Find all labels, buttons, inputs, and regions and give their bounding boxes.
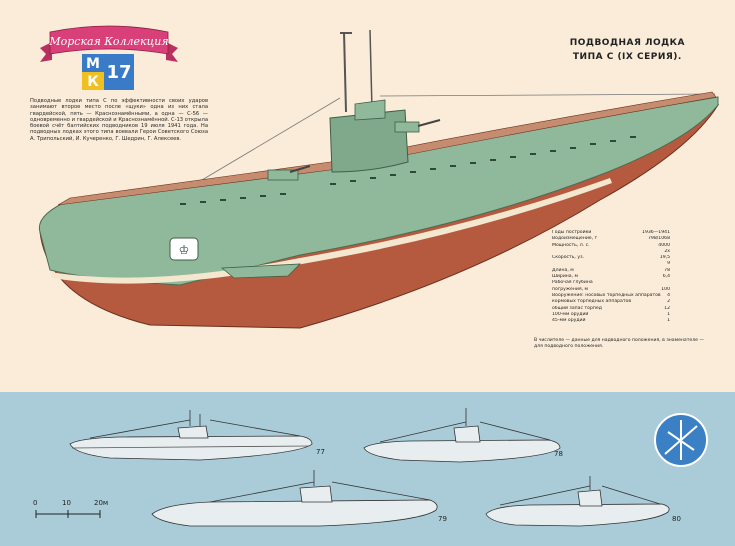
silhouette-80 bbox=[485, 476, 670, 527]
submarine-silhouettes bbox=[35, 408, 708, 527]
spec-row: Скорость, уз. 19,5 bbox=[552, 255, 670, 261]
spec-value: 4000 bbox=[658, 242, 670, 248]
spec-label: 100-мм орудий bbox=[552, 311, 589, 317]
spec-label: кормовых торпедных аппаратов bbox=[552, 299, 632, 305]
spec-value: 1936—1941 bbox=[642, 230, 670, 235]
spec-value: 100 bbox=[661, 286, 670, 292]
spec-label: Рабочая глубина bbox=[552, 280, 593, 286]
specs-table: Годы постройки 1936—1941 Водоизмещение, т… bbox=[552, 230, 670, 324]
silhouette-number-80: 80 bbox=[672, 515, 681, 523]
silhouette-77 bbox=[69, 410, 313, 461]
description-text: Подводные лодки типа С по эффективности … bbox=[30, 98, 208, 142]
spec-label: погружения, м bbox=[552, 286, 588, 292]
spec-row: Рабочая глубина bbox=[552, 280, 670, 286]
spec-row: Вооружение: носовых торпедных аппаратов 4 bbox=[552, 293, 670, 299]
spec-label: Скорость, уз. bbox=[552, 255, 584, 261]
logo: Морская Коллекция М К 17 bbox=[40, 25, 178, 90]
spec-value: 6,4 bbox=[662, 274, 670, 280]
spec-row: Мощность, л. с. 4000 bbox=[552, 243, 670, 249]
spec-label: Ширина, м bbox=[552, 274, 579, 280]
spec-row: Ширина, м 6,4 bbox=[552, 274, 670, 280]
spec-row: 9 bbox=[552, 261, 670, 267]
scale-label-10: 10 bbox=[62, 499, 71, 507]
emblem-icon bbox=[654, 413, 708, 467]
title-line-1: ПОДВОДНАЯ ЛОДКА bbox=[569, 38, 685, 48]
spec-label: Длина, м bbox=[552, 267, 574, 273]
logo-letter-k: К bbox=[87, 74, 99, 90]
spec-row: погружения, м 100 bbox=[552, 287, 670, 293]
scale-bar bbox=[35, 510, 101, 518]
spec-row: 100-мм орудий 1 bbox=[552, 312, 670, 318]
spec-value: 1 bbox=[667, 318, 670, 324]
spec-value: 78 bbox=[664, 267, 670, 273]
spec-value: 19,5 bbox=[659, 255, 670, 261]
silhouette-number-77: 77 bbox=[316, 448, 325, 456]
silhouette-79 bbox=[151, 470, 438, 527]
spec-row: Длина, м 78 bbox=[552, 268, 670, 274]
spec-value: 12 bbox=[664, 305, 670, 311]
spec-row: Годы постройки 1936—1941 bbox=[552, 230, 670, 236]
scale-label-0: 0 bbox=[33, 499, 38, 507]
svg-text:♔: ♔ bbox=[179, 243, 190, 257]
spec-value: 798/1068 bbox=[647, 236, 670, 242]
spec-label: Мощность, л. с. bbox=[552, 242, 590, 248]
footnote: В числителе — данные для надводного поло… bbox=[534, 338, 705, 350]
spec-label: Вооружение: носовых торпедных аппаратов bbox=[552, 292, 661, 298]
silhouette-78 bbox=[363, 408, 561, 463]
silhouette-number-79: 79 bbox=[438, 515, 447, 523]
spec-value: 2х bbox=[664, 248, 670, 254]
spec-row: 2х bbox=[552, 249, 670, 255]
title-line-2: ТИПА С (IX СЕРИЯ). bbox=[572, 52, 682, 62]
spec-value: 4 bbox=[667, 292, 670, 298]
spec-value: 2 bbox=[667, 299, 670, 305]
scale-label-20: 20м bbox=[94, 499, 109, 507]
logo-letter-m: М bbox=[86, 56, 100, 72]
submarine-illustration: ♔ bbox=[38, 29, 720, 329]
spec-label: 45-мм орудий bbox=[552, 318, 586, 324]
spec-row: 45-мм орудий 1 bbox=[552, 318, 670, 324]
spec-value: 1 bbox=[667, 311, 670, 317]
spec-label: общий запас торпед bbox=[552, 305, 602, 311]
spec-value: 9 bbox=[667, 261, 670, 267]
page-title: ПОДВОДНАЯ ЛОДКА ТИПА С (IX СЕРИЯ). bbox=[570, 36, 685, 64]
spec-row: кормовых торпедных аппаратов 2 bbox=[552, 299, 670, 305]
logo-banner-text: Морская Коллекция bbox=[48, 35, 168, 48]
silhouette-number-78: 78 bbox=[554, 450, 563, 458]
spec-row: Водоизмещение, т 798/1068 bbox=[552, 236, 670, 242]
spec-label: Водоизмещение, т bbox=[552, 236, 598, 242]
logo-issue-number: 17 bbox=[106, 62, 131, 83]
spec-row: общий запас торпед 12 bbox=[552, 306, 670, 312]
spec-label: Годы постройки bbox=[552, 230, 592, 235]
